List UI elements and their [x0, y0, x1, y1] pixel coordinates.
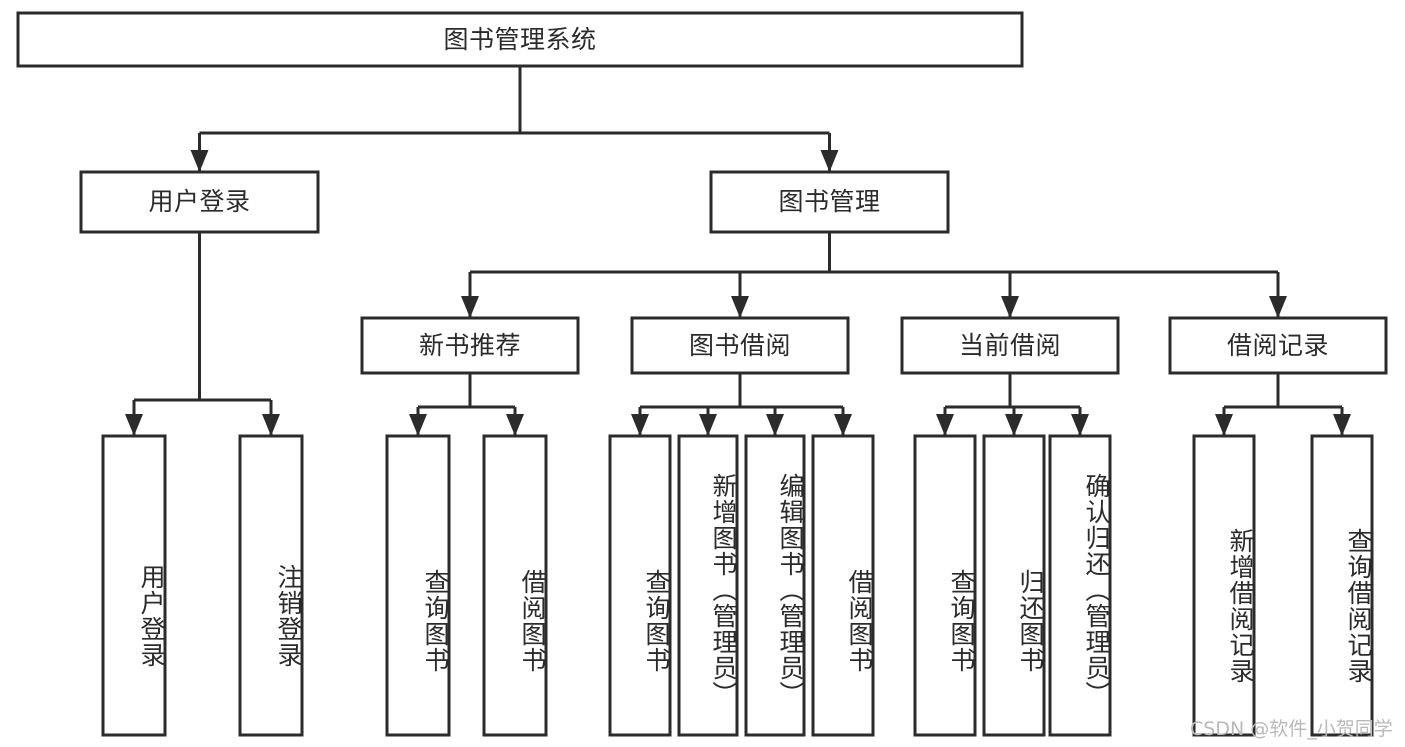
node-box-leaf-edit-book[interactable]: [744, 434, 806, 737]
arrow-head-icon-book-manage: [820, 150, 839, 172]
arrow-head-icon-leaf-logout: [262, 414, 280, 436]
node-box-borrow-record[interactable]: [1168, 316, 1388, 375]
node-box-leaf-add-borrow-record[interactable]: [1192, 434, 1256, 737]
node-box-current-borrow[interactable]: [900, 316, 1120, 375]
node-box-new-book-recommend[interactable]: [360, 316, 580, 375]
node-box-book-manage[interactable]: [709, 170, 950, 234]
arrow-head-icon-book-borrow: [731, 296, 749, 318]
node-box-root[interactable]: [16, 11, 1024, 68]
arrow-head-icon-leaf-query-book-recommend: [409, 414, 427, 436]
node-boxes: [16, 11, 1388, 737]
node-box-leaf-borrow-book[interactable]: [811, 434, 875, 737]
node-box-leaf-query-borrow-record[interactable]: [1310, 434, 1374, 737]
arrow-head-icon-leaf-add-borrow-record: [1215, 414, 1233, 436]
arrow-head-icon-leaf-edit-book: [766, 414, 784, 436]
arrow-head-icon-leaf-query-book-borrow: [631, 414, 649, 436]
node-box-user-login[interactable]: [79, 170, 320, 234]
node-box-leaf-query-book-current[interactable]: [913, 434, 977, 737]
arrow-head-icon-leaf-borrow-book: [834, 414, 852, 436]
node-box-leaf-confirm-return[interactable]: [1048, 434, 1112, 737]
arrow-head-icon-new-book-recommend: [461, 296, 479, 318]
node-box-leaf-logout[interactable]: [238, 434, 304, 737]
node-box-leaf-query-book-recommend[interactable]: [385, 434, 451, 737]
arrow-head-icon-leaf-add-book: [699, 414, 717, 436]
arrow-head-icon-leaf-return-book: [1005, 414, 1023, 436]
arrow-head-icon-borrow-record: [1269, 296, 1287, 318]
node-box-leaf-add-book[interactable]: [677, 434, 739, 737]
node-box-leaf-borrow-book-recommend[interactable]: [482, 434, 548, 737]
node-box-leaf-query-book-borrow[interactable]: [608, 434, 672, 737]
arrow-head-icon-user-login: [190, 150, 209, 172]
arrow-head-icon-leaf-query-book-current: [936, 414, 954, 436]
node-box-book-borrow[interactable]: [630, 316, 850, 375]
arrow-head-icon-leaf-query-borrow-record: [1333, 414, 1351, 436]
arrow-head-icon-leaf-user-login: [125, 414, 143, 436]
arrow-head-icon-leaf-confirm-return: [1071, 414, 1089, 436]
connector-lines: [125, 66, 1351, 436]
node-box-leaf-return-book[interactable]: [982, 434, 1046, 737]
arrow-head-icon-current-borrow: [1001, 296, 1019, 318]
arrow-head-icon-leaf-borrow-book-recommend: [506, 414, 524, 436]
node-box-leaf-user-login[interactable]: [101, 434, 167, 737]
